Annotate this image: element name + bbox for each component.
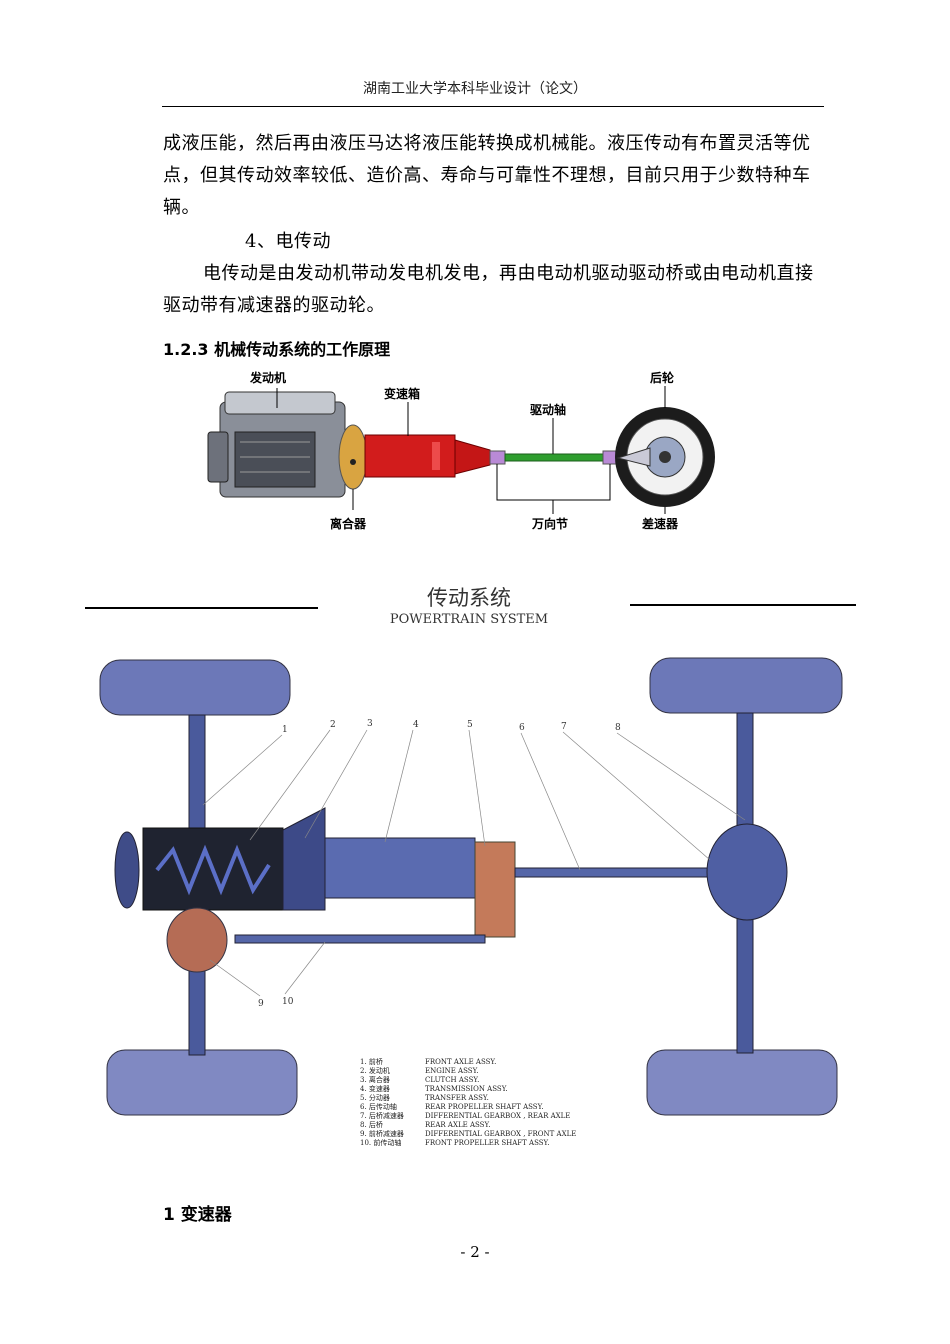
callout-8: 8 [615, 723, 621, 733]
legend-6-cn: 6. 后传动轴 [360, 1102, 397, 1111]
label-engine: 发动机 [249, 370, 286, 385]
paragraph-electric: 电传动是由发动机带动发电机发电，再由电动机驱动驱动桥或由电动机直接驱动带有减速器… [163, 258, 825, 322]
front-wheel-top [99, 659, 291, 716]
legend-10-cn: 10. 前传动轴 [360, 1138, 401, 1147]
legend-4-en: TRANSMISSION ASSY. [425, 1085, 508, 1093]
page-number: - 2 - [460, 1243, 490, 1261]
legend-6-en: REAR PROPELLER SHAFT ASSY. [425, 1103, 544, 1111]
page-header: 湖南工业大学本科毕业设计（论文） [363, 81, 587, 97]
legend-1-cn: 1. 前桥 [360, 1057, 383, 1066]
label-clutch: 离合器 [330, 516, 367, 531]
legend-10-en: FRONT PROPELLER SHAFT ASSY. [425, 1139, 550, 1147]
legend-9-cn: 9. 前桥减速器 [360, 1129, 404, 1138]
legend-4-cn: 4. 变速器 [360, 1084, 390, 1093]
legend-3-cn: 3. 离合器 [360, 1075, 390, 1084]
rear-differential [706, 823, 788, 921]
front-differential [166, 907, 228, 973]
callout-5: 5 [467, 720, 473, 730]
engine-block [207, 391, 346, 498]
driveshaft [504, 453, 604, 462]
callout-10: 10 [282, 997, 294, 1007]
legend-2-cn: 2. 发动机 [360, 1066, 390, 1075]
rear-wheel-top [649, 657, 843, 714]
crankshaft [155, 844, 271, 896]
drivetrain-schematic: 发动机 变速箱 驱动轴 后轮 离合器 万向节 差速器 [207, 370, 715, 531]
legend-2-en: ENGINE ASSY. [425, 1067, 479, 1075]
header-rule [162, 106, 824, 107]
rear-wheel-bottom [646, 1049, 838, 1116]
item-electric-drive: 4、电传动 [245, 231, 331, 252]
front-propeller-shaft [234, 934, 486, 944]
callout-4: 4 [413, 720, 419, 730]
legend-3-en: CLUTCH ASSY. [425, 1076, 479, 1084]
callout-leaders [202, 729, 746, 997]
figure-title-cn: 传动系统 [427, 586, 511, 610]
ujoint-front [489, 450, 506, 465]
label-rear-wheel: 后轮 [650, 370, 675, 385]
rear-propeller-shaft [514, 867, 726, 878]
callout-7: 7 [561, 722, 567, 732]
legend-7-en: DIFFERENTIAL GEARBOX , REAR AXLE [425, 1112, 570, 1120]
callout-9: 9 [258, 999, 264, 1009]
label-gearbox: 变速箱 [384, 386, 420, 401]
callout-1: 1 [282, 725, 288, 735]
figure-title-en: POWERTRAIN SYSTEM [390, 612, 548, 627]
powertrain-system-figure: 传动系统 POWERTRAIN SYSTEM 1 2 3 4 5 6 7 8 9… [85, 586, 856, 1147]
legend-5-en: TRANSFER ASSY. [425, 1094, 489, 1102]
legend-1-en: FRONT AXLE ASSY. [425, 1058, 496, 1066]
fan [114, 831, 140, 909]
rear-wheel [615, 407, 715, 507]
front-wheel-bottom [106, 1049, 298, 1116]
transmission [324, 837, 476, 899]
legend-8-cn: 8. 后桥 [360, 1120, 383, 1129]
callout-2: 2 [330, 720, 336, 730]
legend-7-cn: 7. 后桥减速器 [360, 1111, 404, 1120]
label-differential: 差速器 [641, 516, 679, 531]
label-driveshaft: 驱动轴 [530, 402, 566, 417]
gearbox [364, 434, 491, 478]
paragraph-electric-text: 电传动是由发动机带动发电机发电，再由电动机驱动驱动桥或由电动机直接驱动带有减速器… [163, 263, 814, 316]
section-heading: 1.2.3 机械传动系统的工作原理 [163, 340, 391, 359]
clutch [338, 424, 368, 490]
paragraph-hydraulic: 成液压能，然后再由液压马达将液压能转换成机械能。液压传动有布置灵活等优点，但其传… [163, 133, 811, 218]
legend-8-en: REAR AXLE ASSY. [425, 1121, 490, 1129]
legend-5-cn: 5. 分动器 [360, 1093, 390, 1102]
label-ujoint: 万向节 [531, 516, 568, 531]
transfer-case [474, 841, 516, 938]
callout-6: 6 [519, 723, 525, 733]
leader-ujoint [496, 464, 611, 501]
callout-3: 3 [367, 719, 373, 729]
clutch-housing [282, 807, 326, 911]
legend: 1. 前桥 FRONT AXLE ASSY. 2. 发动机 ENGINE ASS… [360, 1057, 576, 1147]
subsection-heading: 1 变速器 [163, 1205, 232, 1225]
legend-9-en: DIFFERENTIAL GEARBOX , FRONT AXLE [425, 1130, 576, 1138]
